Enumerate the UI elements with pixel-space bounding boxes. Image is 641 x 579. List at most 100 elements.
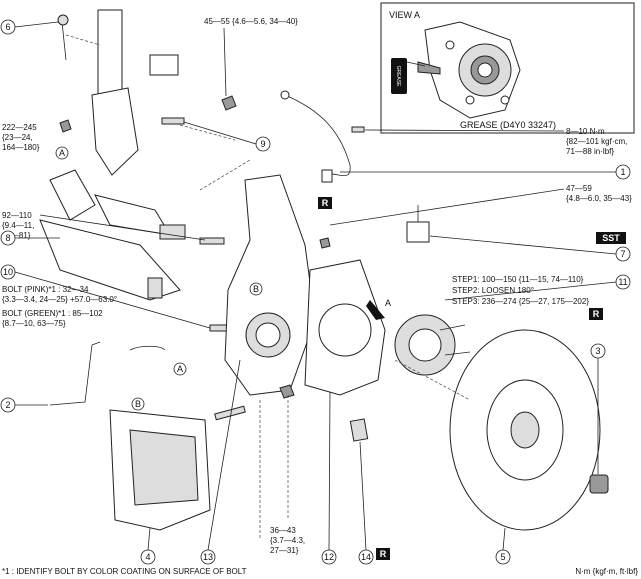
callout-4: 4: [140, 527, 156, 565]
callout-7: 7: [429, 235, 631, 262]
caliper-piston-area: [129, 429, 199, 506]
leader: [364, 129, 565, 132]
svg-text:6: 6: [5, 22, 10, 32]
nut-icon: [59, 119, 72, 133]
footnote: *1 : IDENTIFY BOLT BY COLOR COATING ON S…: [2, 567, 247, 576]
torque-47-59: 47—59 {4.8—6.0, 35—43}: [566, 184, 632, 203]
knuckle-bore-inner: [255, 322, 281, 348]
bolt-sensor: [351, 126, 365, 133]
svg-text:222—245: 222—245: [2, 123, 37, 132]
brake-hose: [49, 341, 101, 406]
svg-text:92—110: 92—110: [2, 211, 32, 220]
callout-6: 6: [0, 19, 59, 35]
callout-11: 11: [444, 274, 631, 301]
svg-text:5: 5: [500, 552, 505, 562]
shaft-spline: [159, 224, 186, 240]
steering-knuckle: [224, 174, 316, 396]
torque-bolt-pink: BOLT (PINK)*1 : 32—34 {3.3—3.4, 24—25} +…: [2, 285, 117, 304]
dust-shield-hole: [318, 303, 372, 357]
callout-13: 13: [200, 359, 241, 565]
svg-text:{8.7—10, 63—75}: {8.7—10, 63—75}: [2, 319, 66, 328]
grease-can-label: GREASE: [395, 66, 401, 88]
svg-text:7: 7: [620, 249, 625, 259]
svg-text:STEP3: 236—274 {25—27, 175—202: STEP3: 236—274 {25—27, 175—202}: [452, 297, 589, 306]
ref-circle-a: A: [173, 362, 187, 376]
guide-line: [199, 159, 251, 191]
nut-icon: [279, 384, 295, 399]
svg-text:13: 13: [203, 552, 213, 562]
svg-text:R: R: [380, 549, 387, 559]
view-a-inset: VIEW A GREASE GREASE (D4Y0 33247): [380, 2, 635, 134]
svg-text:STEP2: LOOSEN 180°: STEP2: LOOSEN 180°: [452, 286, 534, 295]
svg-text:8: 8: [5, 233, 10, 243]
view-a-bolt-hole: [445, 40, 455, 50]
cv-joint-inner: [49, 169, 96, 221]
torque-hub-nut-steps: STEP1: 100—150 {11—15, 74—110} STEP2: LO…: [452, 275, 589, 306]
svg-text:R: R: [322, 198, 329, 208]
svg-text:2: 2: [5, 400, 10, 410]
replace-badge: R: [376, 548, 390, 560]
svg-text:36—43: 36—43: [270, 526, 296, 535]
hub-nut: [589, 474, 609, 494]
abs-sensor: [321, 169, 333, 183]
svg-text:12: 12: [324, 552, 334, 562]
callout-8: 8: [0, 230, 60, 246]
svg-text:3: 3: [595, 346, 600, 356]
brake-disc-center: [510, 411, 540, 449]
brake-hose-loop: [129, 345, 166, 351]
abs-sensor-harness: [284, 94, 351, 177]
view-a-grease-point: [417, 61, 441, 75]
view-a-grease-label: GREASE (D4Y0 33247): [460, 120, 556, 130]
stabilizer-link-ball: [57, 14, 69, 26]
svg-text:27—31}: 27—31}: [270, 546, 299, 555]
wheel-stud: [444, 351, 471, 356]
unit-legend: N·m {kgf·m, ft·lbf}: [575, 567, 638, 576]
svg-text:{3.7—4.3,: {3.7—4.3,: [270, 536, 305, 545]
view-a-hub-center: [477, 62, 493, 78]
torque-8-10: 8—10 N·m {82—101 kgf·cm, 71—88 in·lbf}: [566, 127, 627, 156]
svg-text:A: A: [177, 364, 183, 374]
view-direction-arrow: [366, 300, 385, 320]
view-a-bolt-hole: [500, 95, 510, 105]
leader: [329, 188, 565, 226]
sensor-connector: [149, 54, 179, 76]
torque-45-55: 45—55 {4.6—5.6, 34—40}: [204, 17, 298, 26]
bolt-14: [349, 418, 369, 442]
bolt-upper-knuckle: [199, 237, 225, 245]
guide-line: [65, 34, 101, 46]
svg-text:11: 11: [618, 277, 627, 287]
bolt-9: [161, 117, 185, 125]
svg-text:14: 14: [361, 552, 371, 562]
guide-line: [394, 359, 471, 401]
torque-36-43: 36—43 {3.7—4.3, 27—31}: [270, 526, 305, 555]
replace-badge: R: [318, 197, 332, 209]
torque-bolt-green: BOLT (GREEN)*1 : 85—102 {8.7—10, 63—75}: [2, 309, 103, 328]
svg-text:SST: SST: [602, 233, 620, 243]
svg-text:{9.4—11,: {9.4—11,: [2, 221, 34, 230]
grease-can-icon: [391, 58, 407, 94]
svg-text:10: 10: [3, 267, 13, 277]
svg-text:164—180}: 164—180}: [2, 143, 40, 152]
svg-text:47—59: 47—59: [566, 184, 592, 193]
callout-2: 2: [0, 397, 48, 413]
ref-circle-a: A: [55, 146, 69, 160]
nut-icon: [221, 95, 237, 111]
svg-text:4: 4: [145, 552, 150, 562]
svg-text:BOLT (PINK)*1 : 32—34: BOLT (PINK)*1 : 32—34: [2, 285, 89, 294]
leader: [406, 61, 426, 67]
callout-14: 14: [358, 441, 374, 565]
svg-text:BOLT (GREEN)*1 : 85—102: BOLT (GREEN)*1 : 85—102: [2, 309, 103, 318]
torque-222-245: 222—245 {23—24, 164—180}: [2, 123, 40, 152]
replace-badge: R: [589, 308, 603, 320]
svg-text:68—81}: 68—81}: [2, 231, 31, 240]
torque-92-110: 92—110 {9.4—11, 68—81}: [2, 211, 34, 240]
svg-text:B: B: [253, 284, 259, 294]
svg-text:71—88 in·lbf}: 71—88 in·lbf}: [566, 147, 614, 156]
callout-9: 9: [183, 121, 271, 152]
sst-tool: [406, 221, 430, 243]
strut-bracket: [91, 87, 139, 176]
svg-text:8—10 N·m: 8—10 N·m: [566, 127, 605, 136]
callout-5: 5: [495, 527, 511, 565]
arrow-label-a: A: [385, 298, 391, 308]
